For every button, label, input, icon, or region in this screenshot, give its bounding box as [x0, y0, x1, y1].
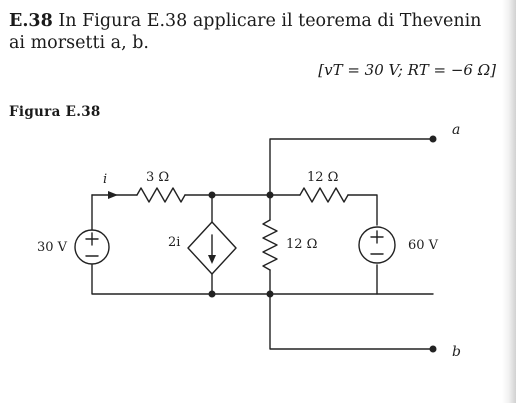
- resistor-3-ohm: [136, 187, 186, 203]
- page-edge-shadow: [502, 0, 516, 403]
- voltage-source-30v: [74, 229, 110, 265]
- problem-statement: E.38 In Figura E.38 applicare il teorema…: [9, 10, 495, 54]
- label-3-ohm: 3 Ω: [146, 170, 169, 185]
- label-12-ohm-vertical: 12 Ω: [286, 237, 317, 252]
- dependent-current-source: [187, 221, 237, 275]
- resistor-12-ohm-vertical: [262, 219, 278, 271]
- current-arrow: [108, 191, 118, 199]
- label-2i: 2i: [168, 235, 180, 250]
- answer: [vT = 30 V; RT = −6 Ω]: [318, 61, 496, 79]
- problem-number: E.38: [9, 11, 53, 31]
- terminal-a-dot: [429, 135, 437, 143]
- junction-dots: [208, 191, 274, 298]
- label-60v: 60 V: [408, 238, 439, 253]
- resistor-12-ohm-top: [299, 187, 349, 203]
- wires: [91, 138, 434, 350]
- label-terminal-b: b: [452, 344, 461, 360]
- label-terminal-a: a: [452, 122, 460, 138]
- label-30v: 30 V: [37, 240, 68, 255]
- label-current-i: i: [103, 172, 107, 187]
- problem-text: In Figura E.38 applicare il teorema di T…: [9, 11, 482, 53]
- figure-label: Figura E.38: [9, 104, 101, 120]
- terminal-b-dot: [429, 345, 437, 353]
- voltage-source-60v: [358, 226, 396, 264]
- label-12-ohm-top: 12 Ω: [307, 170, 338, 185]
